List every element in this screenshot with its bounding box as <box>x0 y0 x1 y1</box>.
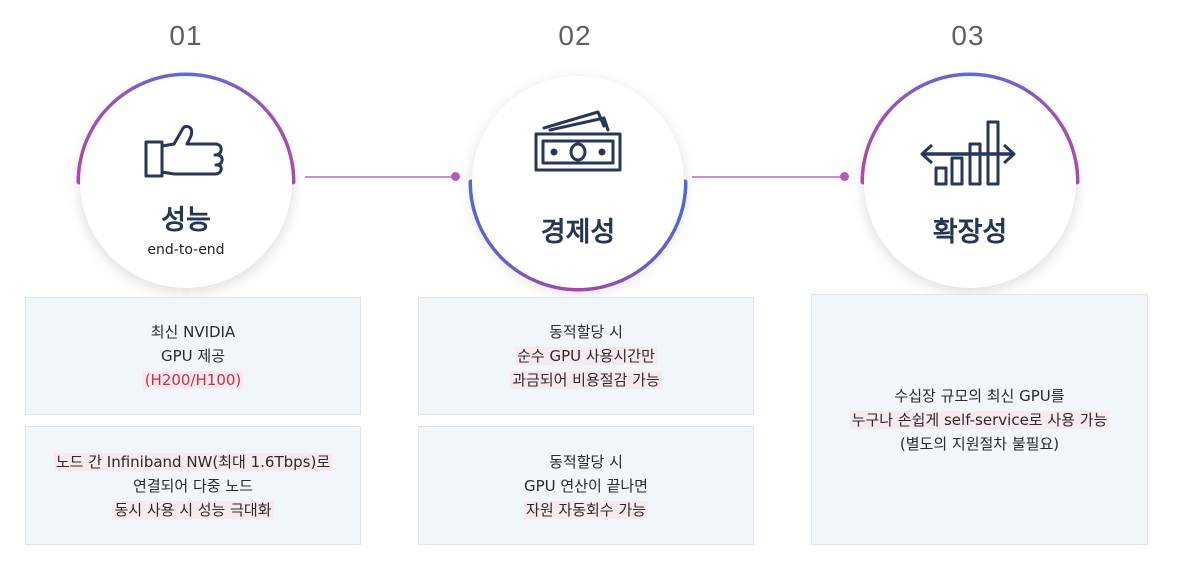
connector-dot-1 <box>451 172 460 181</box>
money-bills-icon <box>534 110 622 172</box>
box-line-highlight: 자원 자동회수 가능 <box>524 500 648 519</box>
feature-box-scalability: 수십장 규모의 최신 GPU를 누구나 손쉽게 self-service로 사용… <box>811 294 1148 545</box>
box-line-highlight: 과금되어 비용절감 가능 <box>510 371 662 389</box>
box-line: 동적할당 시 <box>549 323 623 341</box>
box-line: GPU 제공 <box>160 347 226 365</box>
step-number-02: 02 <box>558 20 592 51</box>
feature-box-economy-2: 동적할당 시 GPU 연산이 끝나면 자원 자동회수 가능 <box>418 426 754 545</box>
step-number-01: 01 <box>169 20 203 51</box>
ring-arc-bottom <box>468 179 688 292</box>
box-line: 연결되어 다중 노드 <box>133 476 253 495</box>
box-line: 수십장 규모의 최신 GPU를 <box>894 386 1065 405</box>
box-line-highlight: 동시 사용 시 성능 극대화 <box>112 500 274 519</box>
box-line-highlight: 누구나 손쉽게 self-service로 사용 가능 <box>849 410 1110 429</box>
box-line-highlight: 노드 간 Infiniband NW(최대 1.6Tbps)로 <box>53 452 333 471</box>
scale-arrows-bars-icon <box>920 120 1016 186</box>
connector-line-2 <box>692 176 844 178</box>
step-title: 성능 <box>161 205 211 236</box>
step-circle-performance: 성능 end-to-end <box>66 62 306 302</box>
step-title: 확장성 <box>932 217 1008 248</box>
step-title: 경제성 <box>540 217 616 248</box>
box-line: 최신 NVIDIA <box>150 323 236 341</box>
connector-dot-2 <box>840 172 849 181</box>
feature-box-economy-1: 동적할당 시 순수 GPU 사용시간만 과금되어 비용절감 가능 <box>418 297 754 415</box>
connector-line-1 <box>305 176 455 178</box>
step-circle-scalability: 확장성 <box>850 62 1090 302</box>
box-line: GPU 연산이 끝나면 <box>524 476 648 495</box>
thumbs-up-icon <box>144 124 224 178</box>
feature-box-performance-1: 최신 NVIDIA GPU 제공 (H200/H100) <box>25 297 361 415</box>
step-circle-economy: 경제성 <box>458 62 698 302</box>
feature-box-performance-2: 노드 간 Infiniband NW(최대 1.6Tbps)로 연결되어 다중 … <box>25 426 361 545</box>
box-line: (별도의 지원절차 불필요) <box>899 434 1060 453</box>
step-subtitle: end-to-end <box>147 242 225 258</box>
box-line-highlight: 순수 GPU 사용시간만 <box>515 347 657 365</box>
box-line: 동적할당 시 <box>549 452 623 471</box>
step-number-03: 03 <box>951 20 985 51</box>
box-line-highlight: (H200/H100) <box>142 371 244 389</box>
